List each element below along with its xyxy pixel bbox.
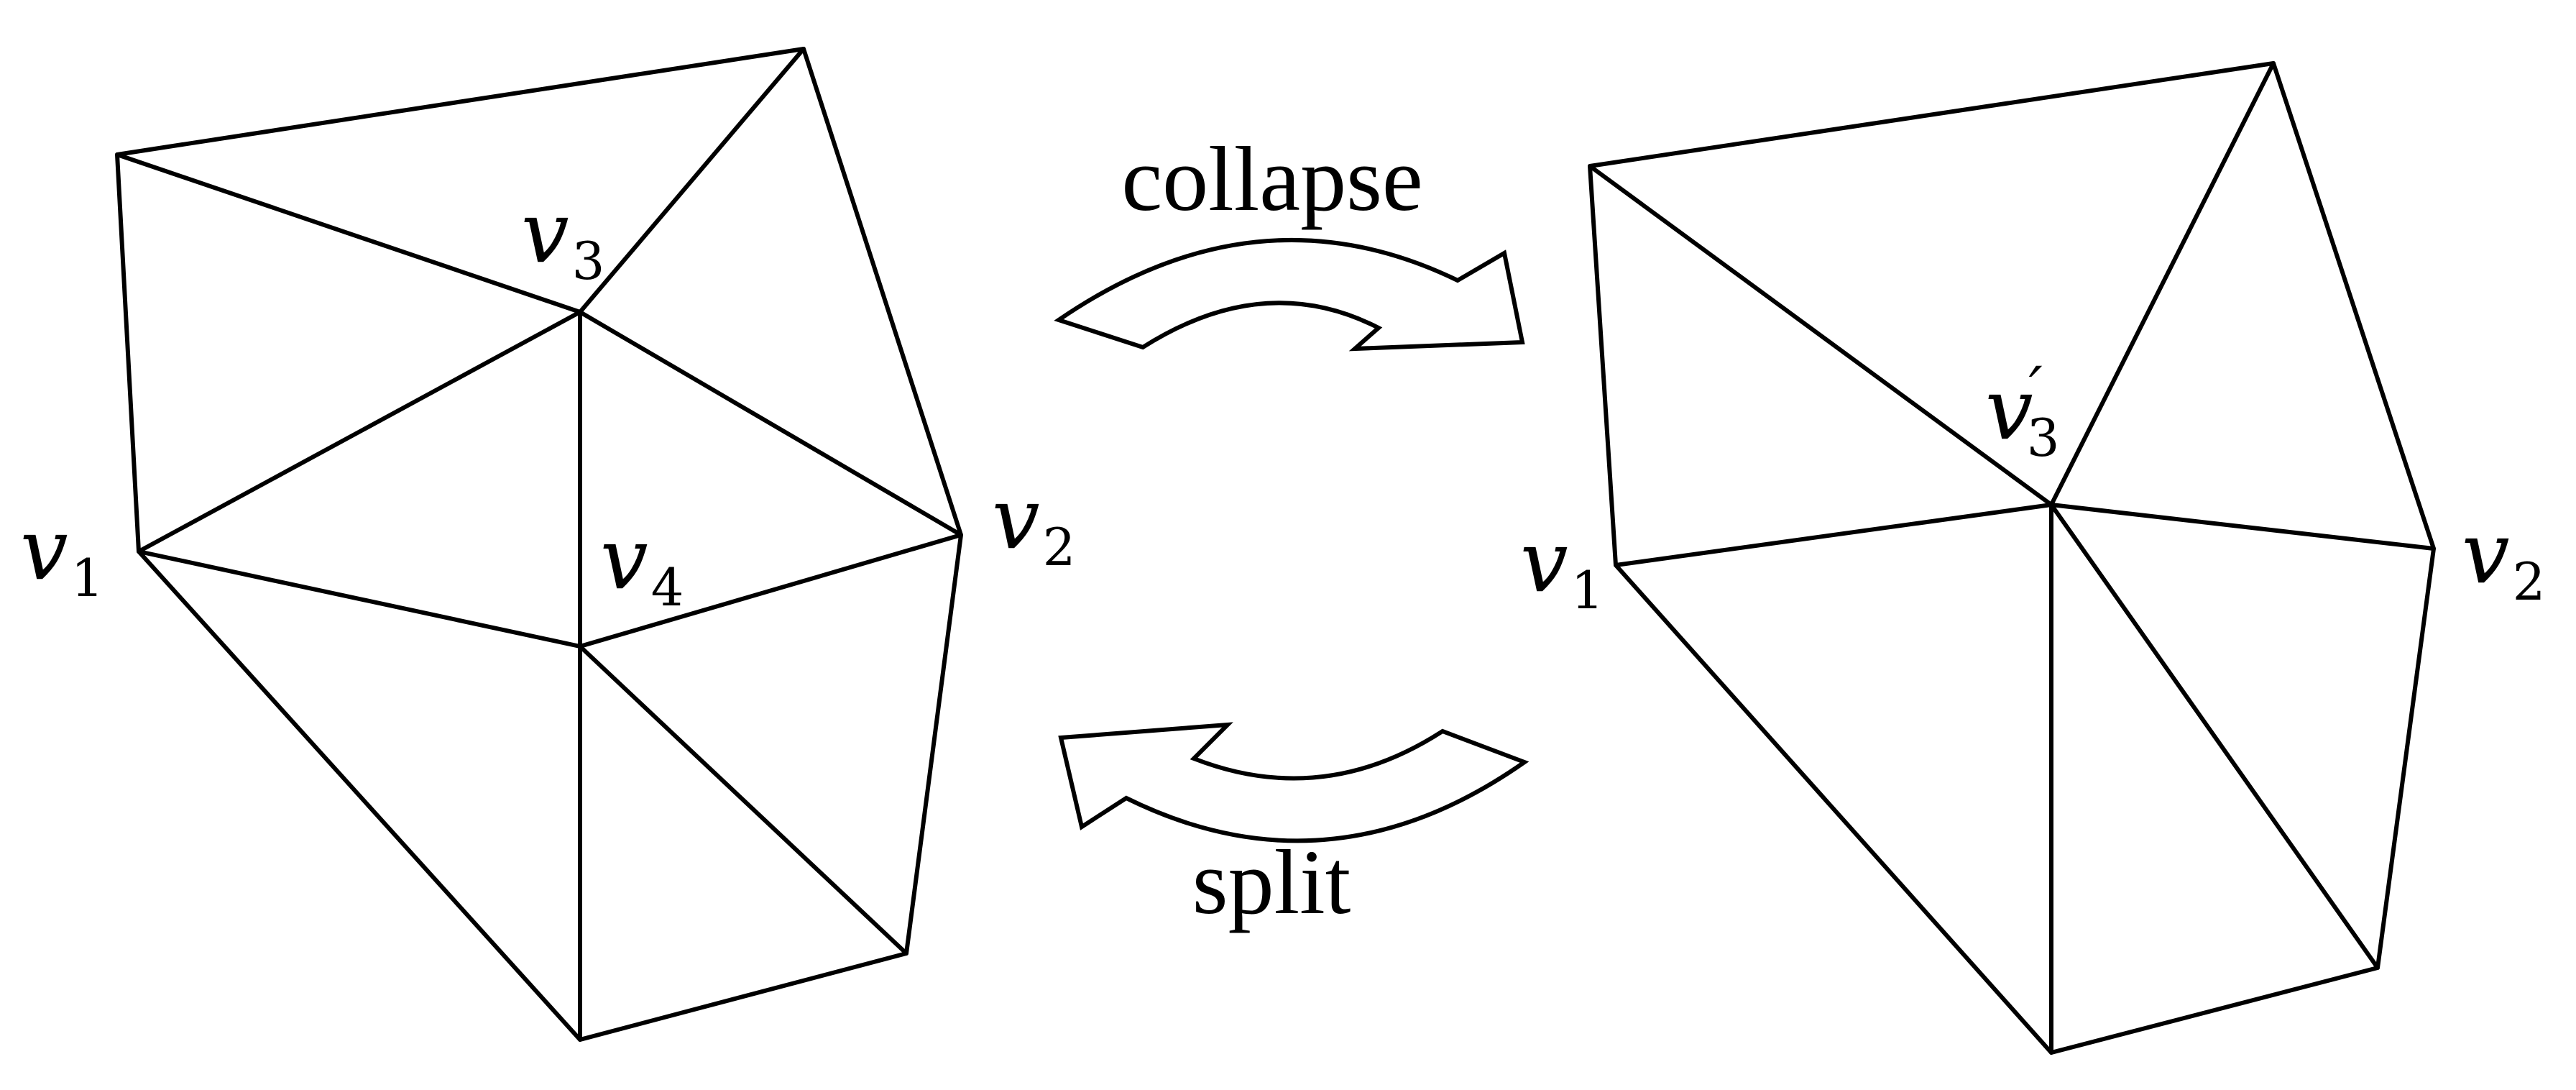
right-edge-v1-v3prime	[1614, 503, 2053, 567]
left-edge-v3-v2	[578, 310, 963, 537]
right-label-v3prime: v′3	[1985, 354, 2060, 468]
left-label-v4: v4	[600, 509, 684, 618]
right-mesh	[1588, 61, 2436, 1055]
collapse-label: collapse	[1121, 128, 1422, 230]
left-edge-v1-v3	[137, 310, 582, 554]
curved-arrow-left-icon	[1058, 722, 1530, 843]
split-label: split	[1192, 831, 1351, 933]
right-label-v2: v2	[2462, 503, 2545, 612]
left-edge-v4-v2	[578, 533, 963, 649]
left-label-v2: v2	[992, 469, 1075, 577]
left-label-v1: v1	[20, 500, 104, 608]
left-label-v3: v3	[521, 183, 604, 291]
right-edge-top-v3prime	[2049, 61, 2276, 507]
right-edge-tl-v3prime	[1588, 164, 2053, 507]
right-edge-v3prime-v2	[2049, 503, 2436, 551]
left-mesh	[115, 47, 963, 1042]
right-label-v1: v1	[1520, 512, 1604, 620]
left-edge-tl-v3	[115, 152, 582, 314]
right-mesh-outline	[1588, 61, 2436, 1055]
left-edge-v4-br	[578, 644, 908, 956]
left-edge-top-v3	[578, 47, 806, 314]
right-edge-v3prime-br	[2049, 503, 2380, 970]
curved-arrow-right-icon	[1054, 238, 1525, 352]
left-edge-v1-v4	[137, 549, 582, 649]
